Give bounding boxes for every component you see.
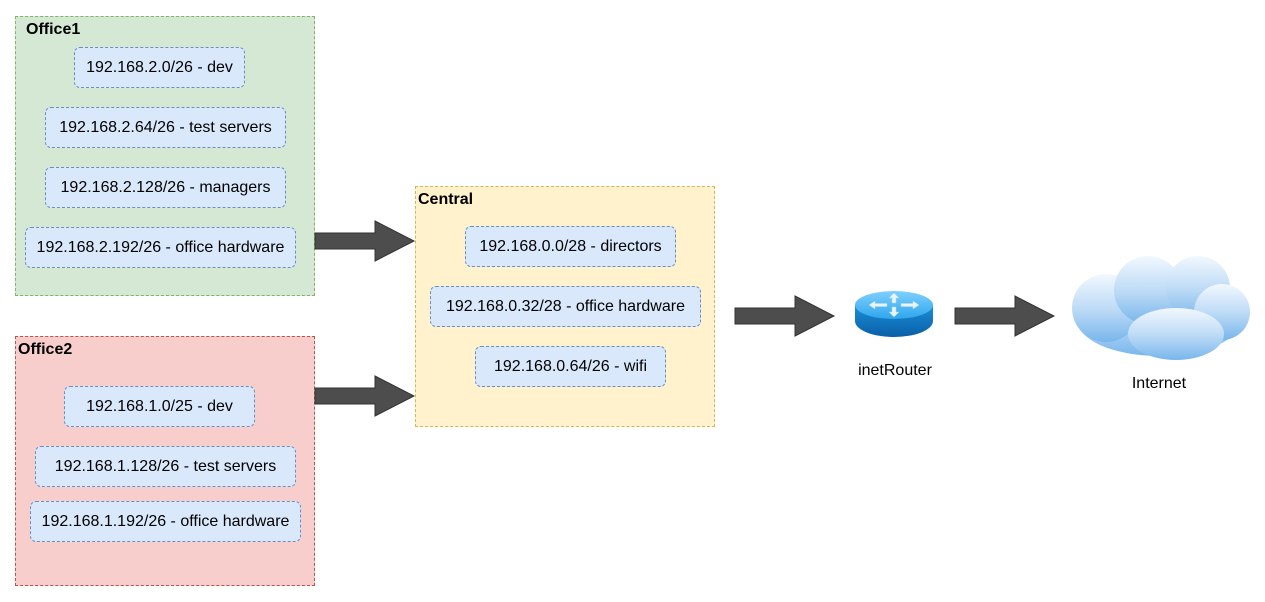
central-subnet-directors: 192.168.0.0/28 - directors [465,226,676,267]
router-icon [855,291,933,337]
office1-subnet-managers: 192.168.2.128/26 - managers [45,167,286,208]
router-label: inetRouter [858,362,932,379]
cloud-icon [1072,256,1250,360]
central-title: Central [418,191,474,208]
arrow-office1-to-central [314,220,416,262]
central-subnet-wifi: 192.168.0.64/26 - wifi [475,346,666,387]
arrow-central-to-router [734,295,836,337]
office2-group: Office2 192.168.1.0/25 - dev 192.168.1.1… [15,336,315,586]
central-subnet-office-hardware: 192.168.0.32/28 - office hardware [430,286,701,327]
office2-subnet-test-servers: 192.168.1.128/26 - test servers [35,446,296,487]
office2-subnet-office-hardware: 192.168.1.192/26 - office hardware [30,501,301,542]
office1-subnet-dev: 192.168.2.0/26 - dev [74,47,245,88]
office1-subnet-office-hardware: 192.168.2.192/26 - office hardware [25,227,296,268]
arrow-office2-to-central [314,375,416,417]
central-group: Central 192.168.0.0/28 - directors 192.1… [415,186,715,427]
office1-subnet-test-servers: 192.168.2.64/26 - test servers [45,107,286,148]
office2-subnet-dev: 192.168.1.0/25 - dev [64,386,255,427]
office1-group: Office1 192.168.2.0/26 - dev 192.168.2.6… [15,16,315,296]
office2-title: Office2 [18,341,73,358]
internet-label: Internet [1131,375,1187,392]
arrow-router-to-internet [954,295,1056,337]
office1-title: Office1 [26,21,81,38]
